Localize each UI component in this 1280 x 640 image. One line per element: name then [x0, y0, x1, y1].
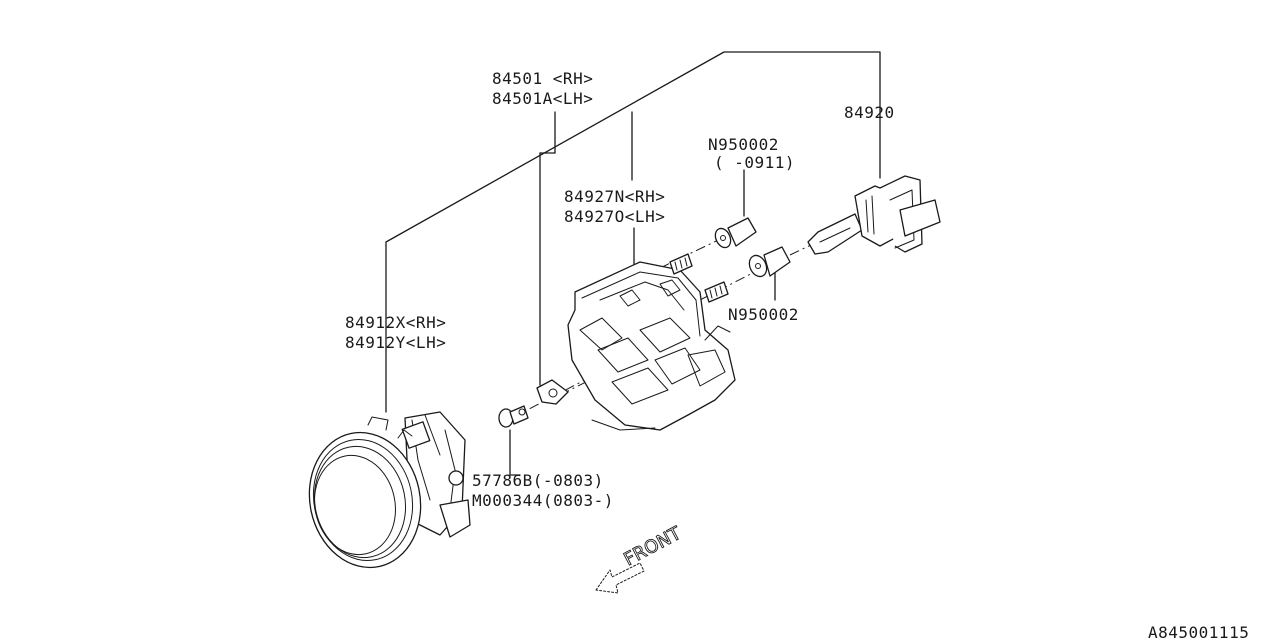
lamp-bracket-housing [567, 261, 736, 431]
label-bracket-lh: 84927O<LH> [564, 207, 665, 226]
leader-lines [385, 51, 881, 476]
fog-lamp-lens [308, 411, 471, 569]
label-lamp-assy-lh: 84501A<LH> [492, 89, 593, 108]
bracket-screws [669, 253, 729, 303]
label-clip-b: M000344(0803-) [472, 491, 614, 510]
diagram-code: A845001115 [1148, 623, 1249, 640]
label-clip-a: 57786B(-0803) [472, 471, 604, 490]
label-lens-lh: 84912Y<LH> [345, 333, 446, 352]
fog-lamp-bulb [807, 175, 941, 255]
label-bulb: 84920 [844, 103, 895, 122]
nut-clip [536, 379, 569, 405]
part-labels: 84501 <RH> 84501A<LH> 84920 N950002 ( -0… [345, 69, 1249, 640]
label-bracket-rh: 84927N<RH> [564, 187, 665, 206]
label-screw-right: N950002 [728, 305, 799, 324]
label-screw-top-range: ( -0911) [714, 153, 795, 172]
label-lens-rh: 84912X<RH> [345, 313, 446, 332]
grommet-n950002-right [748, 246, 791, 278]
clip-57786b [498, 405, 529, 428]
label-screw-top: N950002 [708, 135, 779, 154]
leader-84920 [385, 51, 881, 413]
grommet-n950002-top [714, 217, 757, 249]
front-direction-arrow: FRONT [595, 522, 686, 594]
label-lamp-assy-rh: 84501 <RH> [492, 69, 593, 88]
front-marker-text: FRONT [620, 523, 685, 571]
